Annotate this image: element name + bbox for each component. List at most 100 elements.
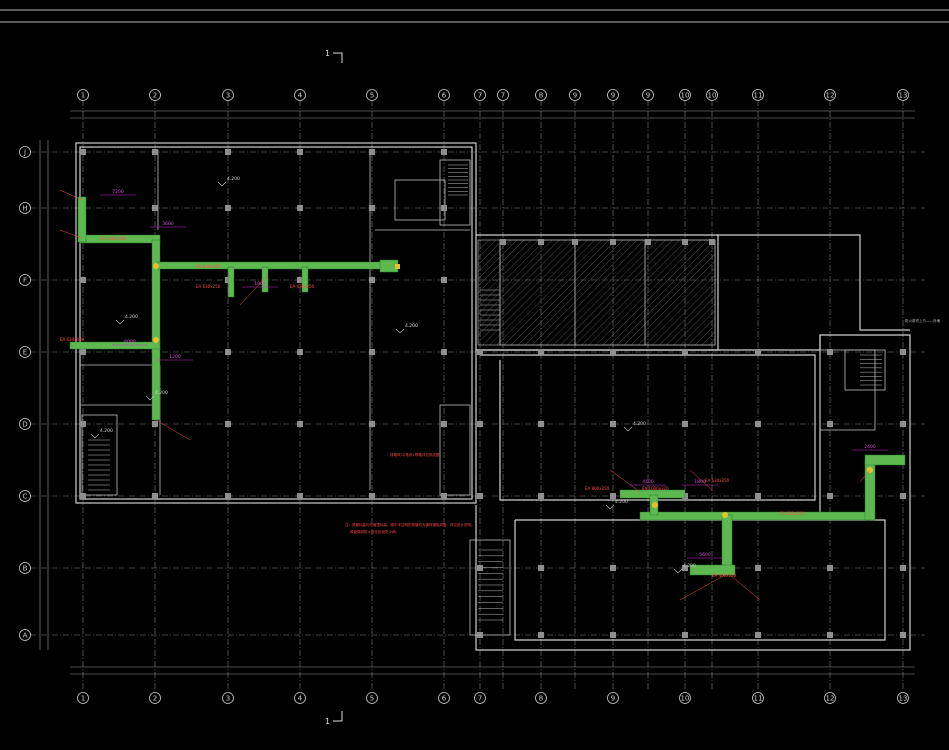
axis-bubble-top: 9 <box>569 89 581 101</box>
column <box>645 239 651 245</box>
axis-bubble-bottom: 13 <box>897 692 909 704</box>
duct-size-label: EA 800x320 <box>196 264 221 269</box>
column <box>441 205 447 211</box>
axis-bubble-bottom: 6 <box>438 692 450 704</box>
axis-bubble-label: 10 <box>681 695 690 703</box>
leader-line <box>729 574 761 601</box>
axis-bubble-circle <box>19 562 31 574</box>
section-mark-label: 1 <box>325 49 330 58</box>
dimension-label: 7200 <box>112 189 124 195</box>
elevation-label: 4.200 <box>405 323 418 329</box>
axis-bubble-bottom: 10 <box>679 692 691 704</box>
elevation-label: 4.200 <box>633 421 646 427</box>
axis-bubble-left: B <box>19 562 31 574</box>
axis-bubble-bottom: 4 <box>294 692 306 704</box>
dimension-label: 4400 <box>642 479 654 485</box>
axis-bubble-circle <box>19 274 31 286</box>
west-block-outline <box>75 142 477 504</box>
axis-bubble-circle <box>824 692 836 704</box>
dimension-chain-left <box>39 140 49 650</box>
column <box>827 349 833 355</box>
duct-size-label: EA 1000x250 <box>100 236 127 241</box>
axis-bubble-label: E <box>23 349 27 357</box>
column <box>80 277 86 283</box>
column <box>682 349 688 355</box>
axis-bubble-label: J <box>23 149 26 157</box>
column <box>827 565 833 571</box>
axis-bubble-label: 3 <box>226 92 230 100</box>
column <box>369 421 375 427</box>
duct-size-label: EA 630x250 <box>196 284 221 289</box>
column <box>369 205 375 211</box>
axis-bubble-circle <box>19 346 31 358</box>
column <box>572 239 578 245</box>
column <box>225 421 231 427</box>
axis-bubble-circle <box>366 89 378 101</box>
axis-bubble-label: C <box>23 493 28 501</box>
general-notes: 注：风管标高均为管顶标高，图中未注明的风管均为镀锌钢板风管，详见设计说明。 风管… <box>345 318 940 534</box>
axis-bubble-bottom: 1 <box>77 692 89 704</box>
axis-bubble-circle <box>897 89 909 101</box>
axis-bubble-label: 10 <box>681 92 690 100</box>
column <box>682 565 688 571</box>
leader-line <box>239 274 269 306</box>
axis-bubble-top: 6 <box>438 89 450 101</box>
duct-size-label: EA 630x250 <box>290 284 315 289</box>
axis-bubble-circle <box>19 146 31 158</box>
axis-bubble-label: 2 <box>153 695 157 703</box>
column <box>297 149 303 155</box>
axis-bubble-label: 1 <box>81 695 85 703</box>
leader-line <box>59 189 83 201</box>
column <box>441 349 447 355</box>
leader-line <box>859 469 871 483</box>
column <box>900 565 906 571</box>
axis-bubble-top: 2 <box>149 89 161 101</box>
axis-bubble-label: B <box>23 565 28 573</box>
axis-bubble-circle <box>497 89 509 101</box>
column <box>225 493 231 499</box>
axis-bubble-circle <box>679 89 691 101</box>
column <box>610 565 616 571</box>
column <box>900 421 906 427</box>
column <box>900 493 906 499</box>
axis-bubble-circle <box>19 629 31 641</box>
axis-bubble-left: J <box>19 146 31 158</box>
axis-bubble-label: D <box>22 421 27 429</box>
column <box>538 565 544 571</box>
axis-bubble-label: 13 <box>899 695 908 703</box>
column <box>152 421 158 427</box>
axis-bubble-label: 4 <box>298 695 303 703</box>
duct-size-label: EA 630x250 <box>780 511 805 516</box>
axis-bubble-label: 1 <box>81 92 85 100</box>
axis-bubble-circle <box>535 89 547 101</box>
axis-bubble-circle <box>294 89 306 101</box>
column <box>682 239 688 245</box>
structural-columns <box>80 149 906 638</box>
elevation-label: 4.200 <box>683 563 696 569</box>
axis-bubble-circle <box>19 490 31 502</box>
axis-bubble-circle <box>642 89 654 101</box>
axis-bubble-top: 3 <box>222 89 234 101</box>
axis-bubble-circle <box>474 692 486 704</box>
column <box>610 239 616 245</box>
red-annotations: EA 1000x250 EA 800x320 EA 630x250 EA 630x25… <box>59 189 871 601</box>
axis-bubble-top: 10 <box>706 89 718 101</box>
axis-bubble-left: H <box>19 202 31 214</box>
column <box>538 239 544 245</box>
axis-bubble-circle <box>222 692 234 704</box>
elevation-symbol <box>395 328 405 334</box>
axis-bubble-circle <box>569 89 581 101</box>
column <box>225 349 231 355</box>
section-mark-label-bottom: 1 <box>325 717 330 726</box>
column <box>610 493 616 499</box>
axis-bubble-label: 6 <box>442 695 447 703</box>
note-general: 注：风管标高均为管顶标高，图中未注明的风管均为镀锌钢板风管，详见设计说明。 <box>345 522 475 527</box>
column <box>297 277 303 283</box>
axis-bubble-circle <box>438 692 450 704</box>
axis-bubble-circle <box>607 692 619 704</box>
axis-bubble-label: 8 <box>539 92 543 100</box>
axis-bubble-bottom: 3 <box>222 692 234 704</box>
column <box>755 421 761 427</box>
axis-bubble-top: 10 <box>679 89 691 101</box>
